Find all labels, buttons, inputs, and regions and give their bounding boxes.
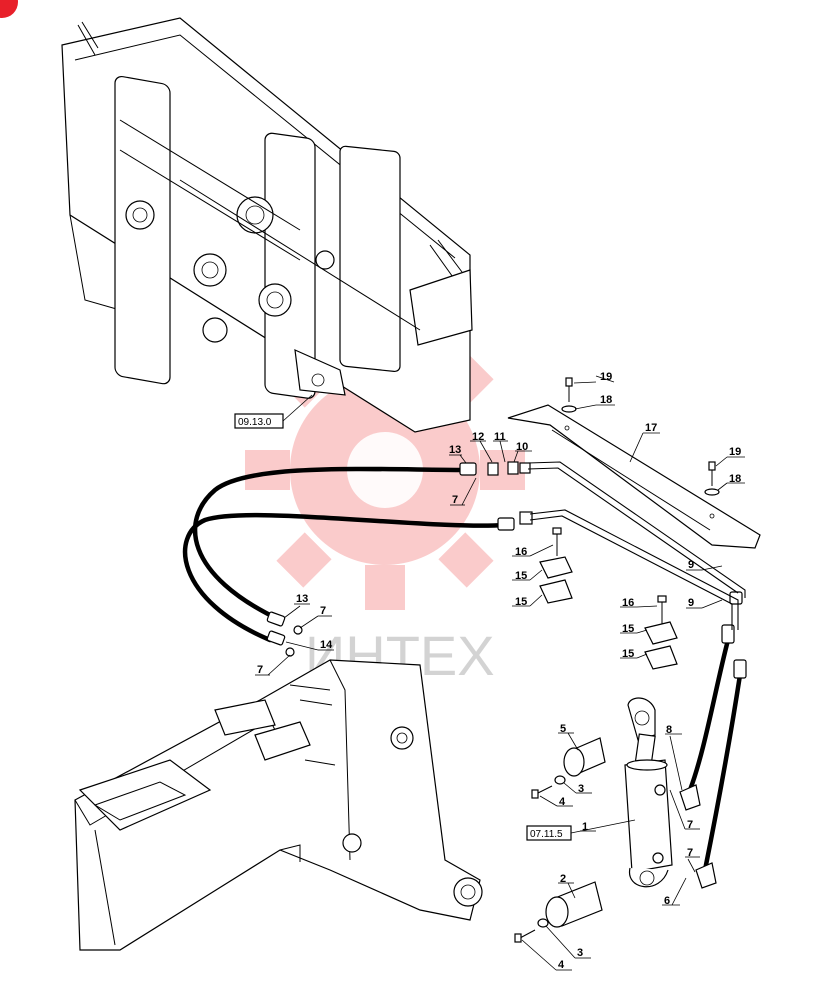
callout-7-mid: 7	[320, 605, 326, 617]
callout-6: 6	[664, 895, 670, 907]
callout-9b: 9	[688, 597, 694, 609]
callout-1: 1	[582, 821, 588, 833]
callout-7-right2: 7	[687, 847, 693, 859]
boom-arm	[74, 659, 483, 951]
callout-14: 14	[320, 639, 333, 651]
callout-4b: 4	[558, 959, 565, 971]
ref-frame-label: 09.13.0	[238, 417, 272, 428]
bolt-washer-set	[561, 377, 720, 496]
callout-18: 18	[600, 394, 612, 406]
callout-17: 17	[645, 422, 657, 434]
callout-12: 12	[472, 431, 484, 443]
rigid-pipes	[527, 461, 746, 630]
callout-15c: 15	[622, 623, 634, 635]
callout-3: 3	[578, 783, 584, 795]
callout-19: 19	[600, 371, 612, 383]
callout-13: 13	[449, 444, 461, 456]
callout-9a: 9	[688, 559, 694, 571]
callout-3b: 3	[577, 947, 583, 959]
cylinder-pins	[514, 737, 606, 943]
callouts: 19 18 17 19 18 13 12 11 10 7 16 15 15 9 …	[255, 371, 745, 971]
quick-coupler-frame	[61, 17, 473, 433]
callout-2: 2	[560, 873, 566, 885]
callout-19b: 19	[729, 446, 741, 458]
callout-15d: 15	[622, 648, 634, 660]
callout-7-top: 7	[452, 494, 458, 506]
ref-cylinder-label: 07.11.5	[530, 829, 563, 840]
pipe-clamps	[539, 527, 678, 670]
callout-15b: 15	[515, 596, 527, 608]
callout-8: 8	[666, 724, 672, 736]
callout-7-low: 7	[257, 664, 263, 676]
callout-16b: 16	[622, 597, 634, 609]
hydraulic-hoses	[182, 466, 743, 873]
callout-10: 10	[516, 441, 528, 453]
callout-4: 4	[559, 796, 566, 808]
callout-13b: 13	[296, 593, 308, 605]
callout-11: 11	[494, 431, 506, 443]
callout-18b: 18	[729, 473, 741, 485]
callout-15a: 15	[515, 570, 527, 582]
callout-16: 16	[515, 546, 527, 558]
ref-box-cylinder[interactable]: 07.11.5	[526, 819, 636, 841]
brand-corner-mark	[0, 0, 18, 18]
callout-5: 5	[560, 723, 566, 735]
callout-7-right: 7	[687, 819, 693, 831]
hose-fittings	[266, 461, 747, 889]
ref-box-frame[interactable]: 09.13.0	[234, 394, 313, 429]
hydraulic-cylinder	[624, 697, 673, 888]
pipe-bracket	[507, 404, 761, 549]
